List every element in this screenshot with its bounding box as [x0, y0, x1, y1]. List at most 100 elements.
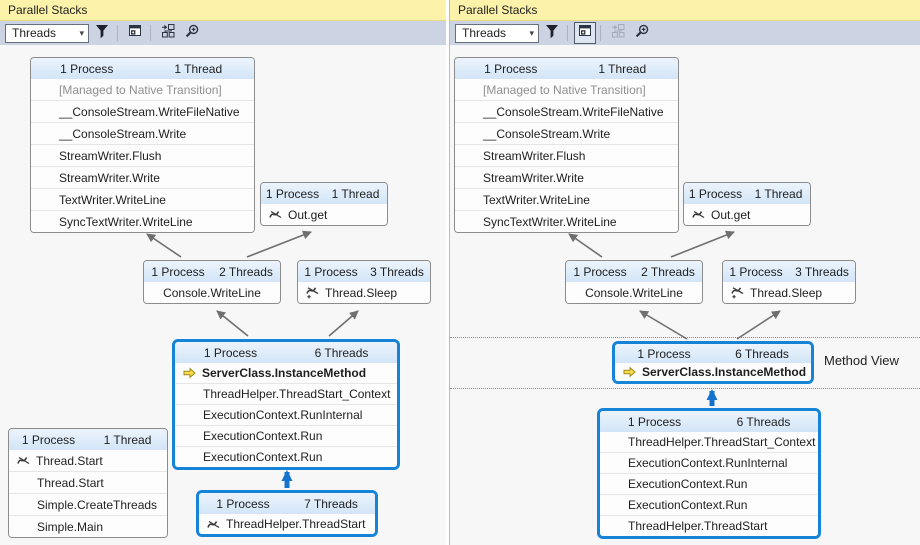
stack-frame[interactable]: __ConsoleStream.WriteFileNative	[455, 100, 678, 122]
stack-frame[interactable]: Out.get	[684, 204, 810, 225]
toggle-zoom-control-button[interactable]	[631, 22, 653, 44]
combo-value: Threads	[462, 26, 507, 40]
method-view-button[interactable]	[124, 22, 146, 44]
parallel-stacks-panel-left: Parallel Stacks Threads ▾	[0, 0, 446, 545]
stack-frame[interactable]: ExecutionContext.Run	[600, 494, 818, 515]
stack-frame[interactable]: SyncTextWriter.WriteLine	[455, 210, 678, 232]
show-only-flagged-button[interactable]	[91, 22, 113, 44]
process-count: 1 Process	[60, 61, 114, 76]
stack-frame[interactable]: Thread.Start	[9, 471, 167, 493]
stack-box-threadstart[interactable]: 1 Process 7 Threads ThreadHelper.ThreadS…	[196, 490, 378, 537]
stack-frame[interactable]: ThreadHelper.ThreadStart	[199, 514, 375, 534]
current-stack-frame[interactable]: ServerClass.InstanceMethod	[615, 363, 811, 381]
box-header: 1 Process 1 Thread	[9, 429, 167, 450]
stack-frame[interactable]: [Managed to Native Transition]	[455, 79, 678, 100]
panel-divider	[446, 0, 450, 545]
box-header: 1 Process 3 Threads	[298, 261, 430, 282]
stack-frame[interactable]: ExecutionContext.RunInternal	[175, 404, 397, 425]
stack-frame[interactable]: __ConsoleStream.WriteFileNative	[31, 100, 254, 122]
stack-box-thread-sleep[interactable]: 1 Process 3 Threads Thread.Sleep	[297, 260, 431, 304]
box-header: 1 Process 1 Thread	[455, 58, 678, 79]
method-view-separator-top	[450, 337, 920, 338]
stack-frame[interactable]: Thread.Start	[9, 450, 167, 471]
process-count: 1 Process	[203, 345, 258, 360]
stack-box-console-writeline[interactable]: 1 Process 2 Threads Console.WriteLine	[565, 260, 703, 304]
box-header: 1 Process 2 Threads	[144, 261, 280, 282]
stack-frame[interactable]: StreamWriter.Flush	[31, 144, 254, 166]
zoom-magnifier-icon	[184, 23, 200, 44]
stack-frame[interactable]: Thread.Sleep	[298, 282, 430, 303]
thread-count: 6 Threads	[314, 345, 369, 360]
process-count: 1 Process	[729, 264, 783, 279]
toolbar-separator	[117, 25, 118, 41]
method-view-button-active[interactable]	[574, 22, 596, 44]
current-stack-frame[interactable]: ServerClass.InstanceMethod	[175, 363, 397, 383]
thread-count: 7 Threads	[304, 496, 358, 511]
stack-frame[interactable]: SyncTextWriter.WriteLine	[31, 210, 254, 232]
stack-frame[interactable]: Out.get	[261, 204, 387, 225]
autoscroll-current-frame-button[interactable]	[157, 22, 179, 44]
sleeping-thread-icon	[730, 286, 745, 299]
stack-box-outget[interactable]: 1 Process 1 Thread Out.get	[683, 182, 811, 226]
stack-frame[interactable]: ExecutionContext.RunInternal	[600, 452, 818, 473]
autoscroll-frame-icon	[160, 23, 176, 44]
stack-frame[interactable]: ThreadHelper.ThreadStart_Context	[600, 432, 818, 452]
panel-title: Parallel Stacks	[8, 3, 88, 17]
filter-funnel-icon	[94, 23, 110, 44]
show-only-flagged-button[interactable]	[541, 22, 563, 44]
stack-box-simple-main[interactable]: 1 Process 1 Thread Thread.Start Thread.S…	[8, 428, 168, 538]
stack-frame[interactable]: Console.WriteLine	[144, 282, 280, 303]
process-count: 1 Process	[637, 346, 691, 361]
stack-box-native-writeline[interactable]: 1 Process 1 Thread [Managed to Native Tr…	[30, 57, 255, 233]
process-count: 1 Process	[151, 264, 205, 279]
autoscroll-frame-icon	[610, 23, 626, 44]
stack-frame[interactable]: TextWriter.WriteLine	[31, 188, 254, 210]
stack-frame[interactable]: Simple.CreateThreads	[9, 493, 167, 515]
stack-box-thread-sleep[interactable]: 1 Process 3 Threads Thread.Sleep	[722, 260, 856, 304]
process-count: 1 Process	[688, 186, 743, 201]
threads-tasks-combo[interactable]: Threads ▾	[5, 23, 89, 43]
panel-title-bar[interactable]: Parallel Stacks	[0, 0, 446, 21]
frame-label: Out.get	[288, 207, 328, 222]
method-view-separator-bottom	[450, 388, 920, 389]
frame-label: ThreadHelper.ThreadStart	[226, 517, 366, 531]
box-header: 1 Process 3 Threads	[723, 261, 855, 282]
stack-frame[interactable]: ThreadHelper.ThreadStart_Context	[175, 383, 397, 404]
box-header: 1 Process 6 Threads	[615, 344, 811, 363]
box-header: 1 Process 2 Threads	[566, 261, 702, 282]
thread-count: 1 Thread	[174, 61, 223, 76]
stack-frame[interactable]: Simple.Main	[9, 515, 167, 537]
thread-count: 1 Thread	[103, 432, 152, 447]
stack-box-server-instancemethod[interactable]: 1 Process 6 Threads ServerClass.Instance…	[172, 339, 400, 470]
stack-box-native-writeline[interactable]: 1 Process 1 Thread [Managed to Native Tr…	[454, 57, 679, 233]
thread-count: 3 Threads	[370, 264, 424, 279]
panel-title-bar[interactable]: Parallel Stacks	[450, 0, 920, 21]
frame-label: Out.get	[711, 207, 751, 222]
stack-box-console-writeline[interactable]: 1 Process 2 Threads Console.WriteLine	[143, 260, 281, 304]
threads-tasks-combo[interactable]: Threads ▾	[455, 23, 539, 43]
stack-frame[interactable]: [Managed to Native Transition]	[31, 79, 254, 100]
stack-frame[interactable]: TextWriter.WriteLine	[455, 188, 678, 210]
stack-box-thread-frames[interactable]: 1 Process 6 Threads ThreadHelper.ThreadS…	[597, 408, 821, 539]
stack-frame[interactable]: StreamWriter.Write	[455, 166, 678, 188]
thread-count: 3 Threads	[795, 264, 849, 279]
frame-label: Thread.Sleep	[325, 285, 398, 300]
stack-frame[interactable]: Console.WriteLine	[566, 282, 702, 303]
stack-frame[interactable]: ExecutionContext.Run	[175, 425, 397, 446]
stack-box-outget[interactable]: 1 Process 1 Thread Out.get	[260, 182, 388, 226]
method-view-box-server-instancemethod[interactable]: 1 Process 6 Threads ServerClass.Instance…	[612, 341, 814, 384]
thread-count: 2 Threads	[641, 264, 695, 279]
filter-funnel-icon	[544, 23, 560, 44]
stack-frame[interactable]: ExecutionContext.Run	[600, 473, 818, 494]
stack-frame[interactable]: ThreadHelper.ThreadStart	[600, 515, 818, 536]
box-header: 1 Process 1 Thread	[261, 183, 387, 204]
process-count: 1 Process	[627, 414, 682, 429]
chevron-down-icon: ▾	[79, 27, 84, 38]
stack-frame[interactable]: StreamWriter.Write	[31, 166, 254, 188]
stack-frame[interactable]: __ConsoleStream.Write	[31, 122, 254, 144]
stack-frame[interactable]: StreamWriter.Flush	[455, 144, 678, 166]
toggle-zoom-control-button[interactable]	[181, 22, 203, 44]
stack-frame[interactable]: __ConsoleStream.Write	[455, 122, 678, 144]
stack-frame[interactable]: ExecutionContext.Run	[175, 446, 397, 467]
stack-frame[interactable]: Thread.Sleep	[723, 282, 855, 303]
